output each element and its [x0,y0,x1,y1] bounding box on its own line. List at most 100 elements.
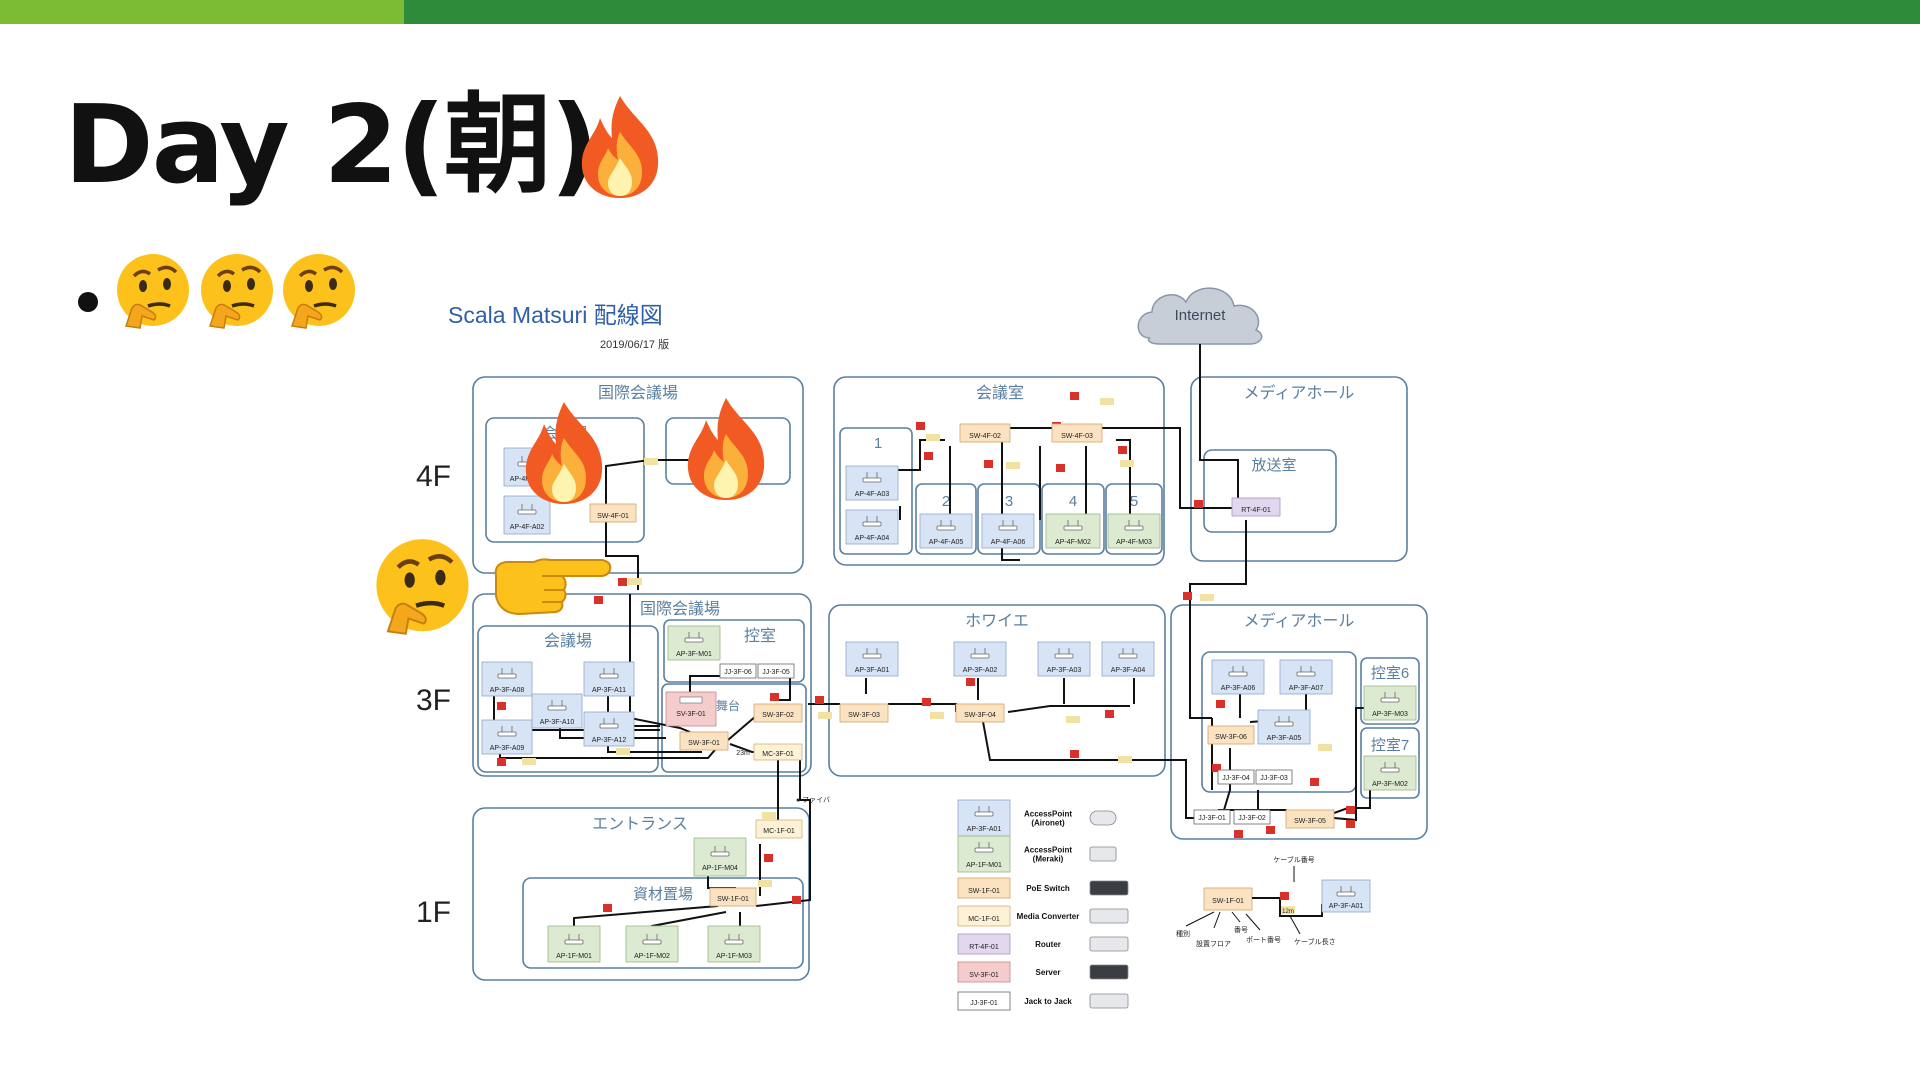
svg-text:SW-4F-01: SW-4F-01 [597,513,629,520]
svg-text:AP-4F-A05: AP-4F-A05 [929,539,964,546]
room-label: 会議場 [544,632,592,650]
room-hikae6 [1360,657,1420,725]
cables [493,344,1388,932]
sw-3f-05: SW-3F-05 [1285,809,1335,829]
ap-4f-m03: AP-4F-M03 [1107,513,1161,549]
sw-4f-02: SW-4F-02 [959,423,1011,443]
room-5 [1105,483,1163,555]
room-label: ホワイエ [965,613,1029,630]
svg-text:AP-3F-M01: AP-3F-M01 [676,651,712,658]
room-kaigishitsu [833,376,1165,566]
ap-3f-m03: AP-3F-M03 [1363,685,1417,721]
cable-key: ケーブル番号 SW-1F-01 12m AP-3F-A01 種別 設置フロア 番… [1176,855,1371,948]
ap-3f-a12: AP-3F-A12 [583,711,635,747]
legend-type-label: AccessPoint [1024,810,1072,819]
svg-text:ポート番号: ポート番号 [1246,936,1281,944]
room-label: 国際会議場 [640,600,720,618]
svg-text:JJ-3F-01: JJ-3F-01 [1198,815,1226,822]
ap-3f-a05: AP-3F-A05 [1257,709,1311,745]
room-label: エントランス [592,816,688,833]
svg-text:ケーブル長さ: ケーブル長さ [1294,937,1336,946]
ap-3f-a10: AP-3F-A10 [531,693,583,729]
svg-text:種別: 種別 [1176,929,1190,938]
svg-text:AP-3F-A05: AP-3F-A05 [1267,735,1302,742]
svg-text:AP-3F-A09: AP-3F-A09 [490,745,525,752]
ap-3f-a01: AP-3F-A01 [845,641,899,677]
ap-3f-a02: AP-3F-A02 [953,641,1007,677]
svg-text:AP-1F-M01: AP-1F-M01 [556,953,592,960]
svg-text:AP-3F-A01: AP-3F-A01 [855,667,890,674]
svg-text:AP-3F-A12: AP-3F-A12 [592,737,627,744]
fire-icon [581,96,659,198]
svg-text:AP-1F-M04: AP-1F-M04 [702,865,738,872]
fire-icon [687,398,765,500]
svg-text:SW-1F-01: SW-1F-01 [717,896,749,903]
room-label: 国際会議場 [598,384,678,402]
internet-cloud: Internet [1137,287,1263,345]
svg-text:AP-1F-M02: AP-1F-M02 [634,953,670,960]
legend-type-label: (Aironet) [1031,819,1065,828]
svg-text:AP-4F-M02: AP-4F-M02 [1055,539,1091,546]
svg-text:AP-3F-A03: AP-3F-A03 [1047,667,1082,674]
room-label: 控室 [744,627,776,645]
svg-text:JJ-3F-05: JJ-3F-05 [762,669,790,676]
svg-text:SW-3F-06: SW-3F-06 [1215,734,1247,741]
ap-3f-m02: AP-3F-M02 [1363,755,1417,791]
sw-3f-03: SW-3F-03 [839,703,889,723]
room-1 [839,427,913,555]
legend: AP-3F-A01AccessPoint(Aironet)AP-1F-M01Ac… [957,799,1129,1011]
key-switch: SW-1F-01 [1203,887,1253,911]
legend-device-label: SW-1F-01 [968,888,1000,895]
sv-3f-01: SV-3F-01 [665,691,717,727]
svg-text:ケーブル番号: ケーブル番号 [1273,855,1315,864]
svg-text:SW-3F-03: SW-3F-03 [848,712,880,719]
legend-type-label: (Meraki) [1033,855,1064,864]
jj-3f-04: JJ-3F-04 [1217,769,1255,785]
room-label: メディアホール [1244,383,1355,402]
svg-text:SW-4F-02: SW-4F-02 [969,433,1001,440]
svg-text:MC-3F-01: MC-3F-01 [762,751,794,758]
room-media-4f [1190,376,1408,562]
legend-device-label: JJ-3F-01 [970,1000,998,1007]
thinking-face-icon [117,254,189,329]
room-butai [661,683,807,773]
svg-text:AP-3F-A01: AP-3F-A01 [1329,903,1364,910]
svg-text:AP-4F-M03: AP-4F-M03 [1116,539,1152,546]
svg-text:SV-3F-01: SV-3F-01 [676,711,706,718]
diagram-date: 2019/06/17 版 [600,337,669,351]
mc-3f-01: MC-3F-01 [753,743,803,761]
svg-text:MC-1F-01: MC-1F-01 [763,828,795,835]
internet-label: Internet [1175,307,1227,324]
legend-device-label: SV-3F-01 [969,972,999,979]
ap-4f-a06: AP-4F-A06 [981,513,1035,549]
legend-product-icon [1089,908,1129,924]
top-accent-bar [0,0,1920,24]
svg-text:AP-1F-M03: AP-1F-M03 [716,953,752,960]
room-label: 会議室 [976,384,1024,402]
cable-length-tags [522,398,1332,887]
ap-4f-a05: AP-4F-A05 [919,513,973,549]
svg-text:AP-3F-M02: AP-3F-M02 [1372,781,1408,788]
room-housou [1203,449,1337,533]
svg-text:SW-3F-01: SW-3F-01 [688,740,720,747]
jj-3f-06: JJ-3F-06 [719,663,757,679]
svg-text:SW-3F-04: SW-3F-04 [964,712,996,719]
jj-3f-05: JJ-3F-05 [757,663,795,679]
ap-3f-a06: AP-3F-A06 [1211,659,1265,695]
room-shizai [522,877,804,969]
room-label: 資材置場 [633,886,693,903]
ap-3f-a08: AP-3F-A08 [481,661,533,697]
svg-text:AP-3F-A02: AP-3F-A02 [963,667,998,674]
svg-text:SW-3F-05: SW-3F-05 [1294,818,1326,825]
jj-3f-02: JJ-3F-02 [1233,809,1271,825]
svg-text:AP-3F-A10: AP-3F-A10 [540,719,575,726]
ap-4f-a04: AP-4F-A04 [845,509,899,545]
ap-3f-a04: AP-3F-A04 [1101,641,1155,677]
room-hikae7 [1360,727,1420,799]
room-hikae [663,619,805,683]
